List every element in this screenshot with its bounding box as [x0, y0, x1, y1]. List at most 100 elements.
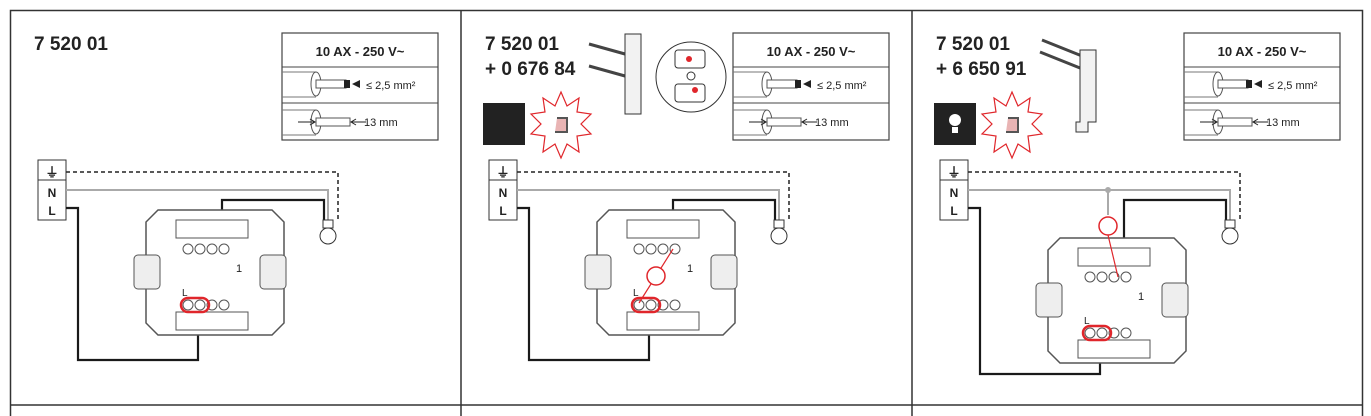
stripped-conductor — [1217, 117, 1253, 127]
switched-wire — [1122, 198, 1228, 273]
conductor — [766, 79, 798, 89]
terminal-block: ⏚NL — [37, 159, 67, 221]
module-pins — [1039, 38, 1083, 70]
detail-callout — [655, 41, 727, 113]
input-terminal-label: L — [1084, 316, 1090, 327]
cable-sheath — [1184, 71, 1218, 98]
upper-slot — [1077, 247, 1151, 267]
conductor-tip — [344, 80, 350, 88]
terminal-screw — [645, 299, 657, 311]
live-terminal-highlight — [1081, 324, 1113, 342]
conductor-tip — [795, 80, 801, 88]
terminal-screw — [218, 243, 230, 255]
lower-slot — [1077, 339, 1151, 359]
terminal-frame — [488, 159, 518, 221]
conductor — [315, 79, 347, 89]
mounting-claw — [259, 254, 287, 290]
terminal-screw — [1120, 327, 1132, 339]
reference-number: + 6 650 91 — [936, 59, 1027, 80]
terminal-block: ⏚ NL — [939, 159, 969, 221]
earth-wire — [517, 171, 790, 220]
arrow-icon — [1254, 80, 1262, 88]
earth-terminal-label: ⏚ — [947, 165, 960, 180]
cable-sheath — [1184, 109, 1218, 136]
cable-sheath — [733, 71, 767, 98]
terminal-screw — [1084, 327, 1096, 339]
center-hole — [686, 71, 696, 81]
switch-mechanism: 1L — [133, 209, 287, 336]
clip-icon — [555, 117, 568, 133]
terminal-screw — [182, 299, 194, 311]
socket — [674, 83, 706, 103]
terminal-screw — [633, 299, 645, 311]
night-light-accessory — [483, 33, 727, 160]
strip-length-label: 13 mm — [815, 117, 849, 129]
cable-sheath — [282, 71, 316, 98]
lamp-base — [322, 219, 334, 229]
terminal-screw — [206, 243, 218, 255]
terminal-screw — [1096, 271, 1108, 283]
terminal-screw — [194, 299, 206, 311]
terminal-screw — [669, 299, 681, 311]
contact-dot — [692, 87, 698, 93]
mounting-claw — [133, 254, 161, 290]
contact-dot — [686, 56, 692, 62]
lamp-icon — [770, 227, 788, 245]
switch-mechanism: 1L — [584, 209, 738, 336]
terminal-screw — [182, 243, 194, 255]
input-terminal-label: L — [182, 288, 188, 299]
indicator-connection — [1107, 234, 1119, 278]
dimension-arrows — [1200, 118, 1268, 126]
lamp-base — [1224, 219, 1236, 229]
indicator-lamp-icon — [646, 266, 666, 286]
conductor — [1217, 79, 1249, 89]
terminal-screw — [194, 243, 206, 255]
neutral-terminal-label: N — [950, 186, 959, 200]
neutral-wire — [66, 189, 329, 220]
junction-dot — [1105, 187, 1111, 193]
strip-length-label: 13 mm — [364, 117, 398, 129]
neutral-terminal-label: N — [48, 186, 57, 200]
output-terminal-label: 1 — [687, 263, 693, 275]
mounting-claw — [1161, 282, 1189, 318]
lamp-base — [773, 219, 785, 229]
reference-number: 7 520 01 — [34, 34, 108, 55]
live-wire — [517, 206, 651, 362]
lower-slot — [175, 311, 249, 331]
rating-label: 10 AX - 250 V~ — [1218, 44, 1307, 59]
cable-sheath — [282, 109, 316, 136]
live-terminal-label: L — [499, 204, 506, 218]
arrow-icon — [352, 80, 360, 88]
switch-mechanism: 1L — [1035, 237, 1189, 364]
terminal-screw — [1108, 271, 1120, 283]
night-light-module — [624, 33, 642, 115]
live-terminal-label: L — [48, 204, 55, 218]
live-terminal-label: L — [950, 204, 957, 218]
indicator-light-accessory — [934, 38, 1097, 160]
dimension-arrows — [298, 118, 366, 126]
neutral-terminal-label: N — [499, 186, 508, 200]
terminal-screw — [657, 243, 669, 255]
wire-section-label: ≤ 2,5 mm² — [817, 80, 867, 92]
night-light-icon — [483, 103, 525, 145]
stripped-conductor — [766, 117, 802, 127]
terminal-block: ⏚NL — [488, 159, 518, 221]
wire-section-label: ≤ 2,5 mm² — [1268, 80, 1318, 92]
neutral-wire — [517, 189, 780, 220]
terminal-screw — [645, 243, 657, 255]
mounting-claw — [584, 254, 612, 290]
terminal-screw — [633, 243, 645, 255]
stripped-conductor — [315, 117, 351, 127]
terminal-frame — [939, 159, 969, 221]
lamp-icon — [1221, 227, 1239, 245]
live-terminal-highlight — [179, 296, 211, 314]
rating-label: 10 AX - 250 V~ — [767, 44, 856, 59]
arrow-icon — [803, 80, 811, 88]
dimension-arrows — [749, 118, 817, 126]
input-terminal-label: L — [633, 288, 639, 299]
module-pins — [588, 42, 626, 78]
